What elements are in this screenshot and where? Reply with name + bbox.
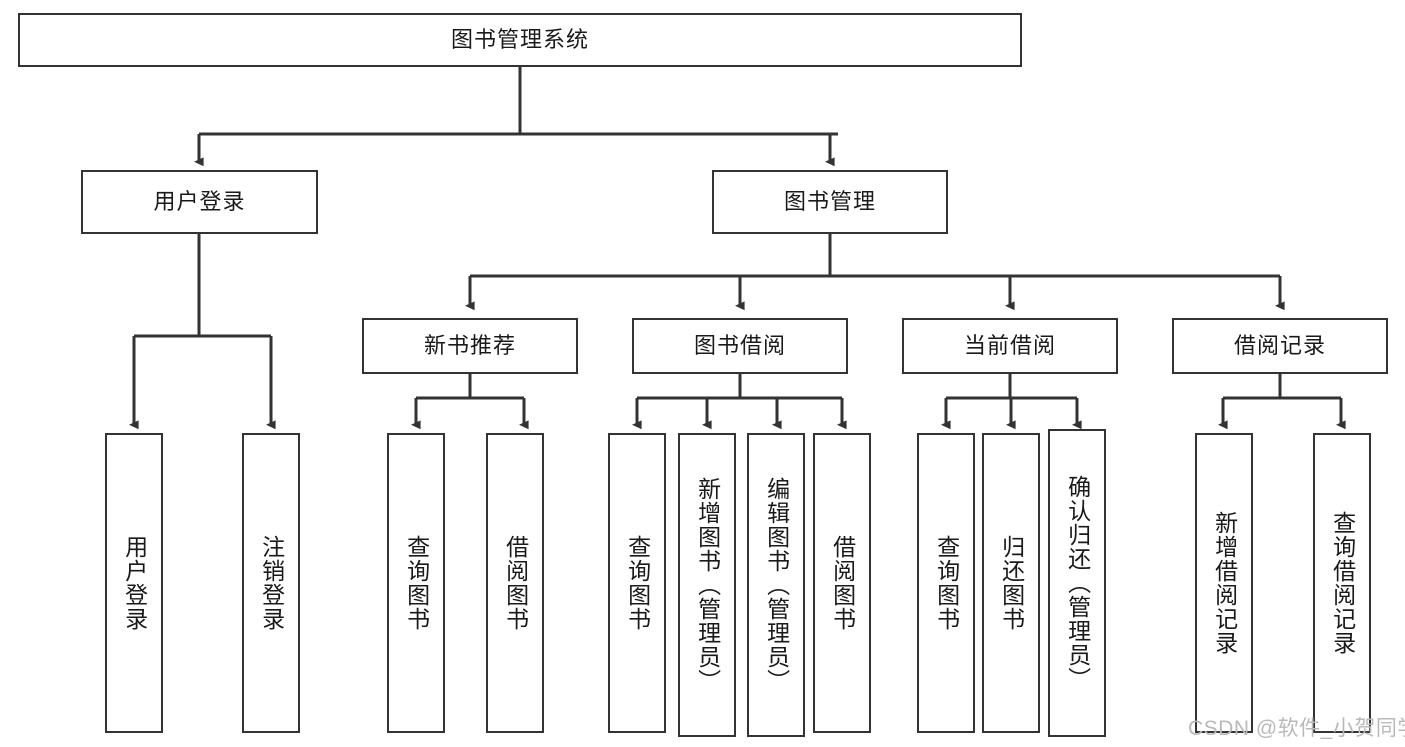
node-borrow-record[interactable]: 借阅记录	[1172, 318, 1388, 374]
node-current-borrow-label: 当前借阅	[963, 332, 1056, 358]
node-leaf-query-book-2[interactable]: 查询图书	[608, 433, 666, 733]
node-leaf-user-login-label: 用户登录	[121, 535, 148, 631]
node-leaf-borrow-book-1[interactable]: 借阅图书	[486, 433, 544, 733]
node-leaf-add-record-label: 新增借阅记录	[1211, 511, 1238, 655]
node-new-book-rec-label: 新书推荐	[423, 332, 516, 358]
node-leaf-edit-book[interactable]: 编辑图书（管理员）	[747, 433, 805, 737]
node-leaf-user-logout[interactable]: 注销登录	[242, 433, 300, 733]
node-user-login-label: 用户登录	[153, 188, 246, 214]
node-leaf-query-book-2-label: 查询图书	[624, 535, 651, 631]
node-leaf-query-book-1[interactable]: 查询图书	[387, 433, 445, 733]
node-leaf-borrow-book-1-label: 借阅图书	[502, 535, 529, 631]
node-leaf-query-book-3[interactable]: 查询图书	[917, 433, 975, 733]
node-leaf-add-book[interactable]: 新增图书（管理员）	[678, 433, 736, 737]
node-leaf-user-login[interactable]: 用户登录	[105, 433, 163, 733]
node-book-manage[interactable]: 图书管理	[712, 170, 948, 234]
node-leaf-return-book[interactable]: 归还图书	[982, 433, 1040, 733]
node-root[interactable]: 图书管理系统	[18, 13, 1022, 67]
node-book-manage-label: 图书管理	[783, 188, 876, 214]
node-leaf-query-record[interactable]: 查询借阅记录	[1313, 433, 1371, 733]
node-leaf-query-book-1-label: 查询图书	[403, 535, 430, 631]
node-leaf-confirm-return-label: 确认归还（管理员）	[1064, 475, 1091, 691]
node-book-borrow[interactable]: 图书借阅	[632, 318, 848, 374]
node-root-label: 图书管理系统	[450, 26, 589, 52]
node-current-borrow[interactable]: 当前借阅	[902, 318, 1118, 374]
node-leaf-query-record-label: 查询借阅记录	[1329, 511, 1356, 655]
node-new-book-rec[interactable]: 新书推荐	[362, 318, 578, 374]
node-leaf-return-book-label: 归还图书	[998, 535, 1025, 631]
node-book-borrow-label: 图书借阅	[693, 332, 786, 358]
node-leaf-add-book-label: 新增图书（管理员）	[694, 477, 721, 693]
csdn-watermark: CSDN @软件_小贺同学	[1188, 717, 1405, 740]
node-leaf-borrow-book-2[interactable]: 借阅图书	[813, 433, 871, 733]
node-leaf-confirm-return[interactable]: 确认归还（管理员）	[1048, 429, 1106, 737]
node-user-login[interactable]: 用户登录	[81, 170, 318, 234]
node-leaf-edit-book-label: 编辑图书（管理员）	[763, 477, 790, 693]
node-leaf-query-book-3-label: 查询图书	[933, 535, 960, 631]
node-leaf-user-logout-label: 注销登录	[258, 535, 285, 631]
node-leaf-add-record[interactable]: 新增借阅记录	[1195, 433, 1253, 733]
node-borrow-record-label: 借阅记录	[1233, 332, 1326, 358]
node-leaf-borrow-book-2-label: 借阅图书	[829, 535, 856, 631]
